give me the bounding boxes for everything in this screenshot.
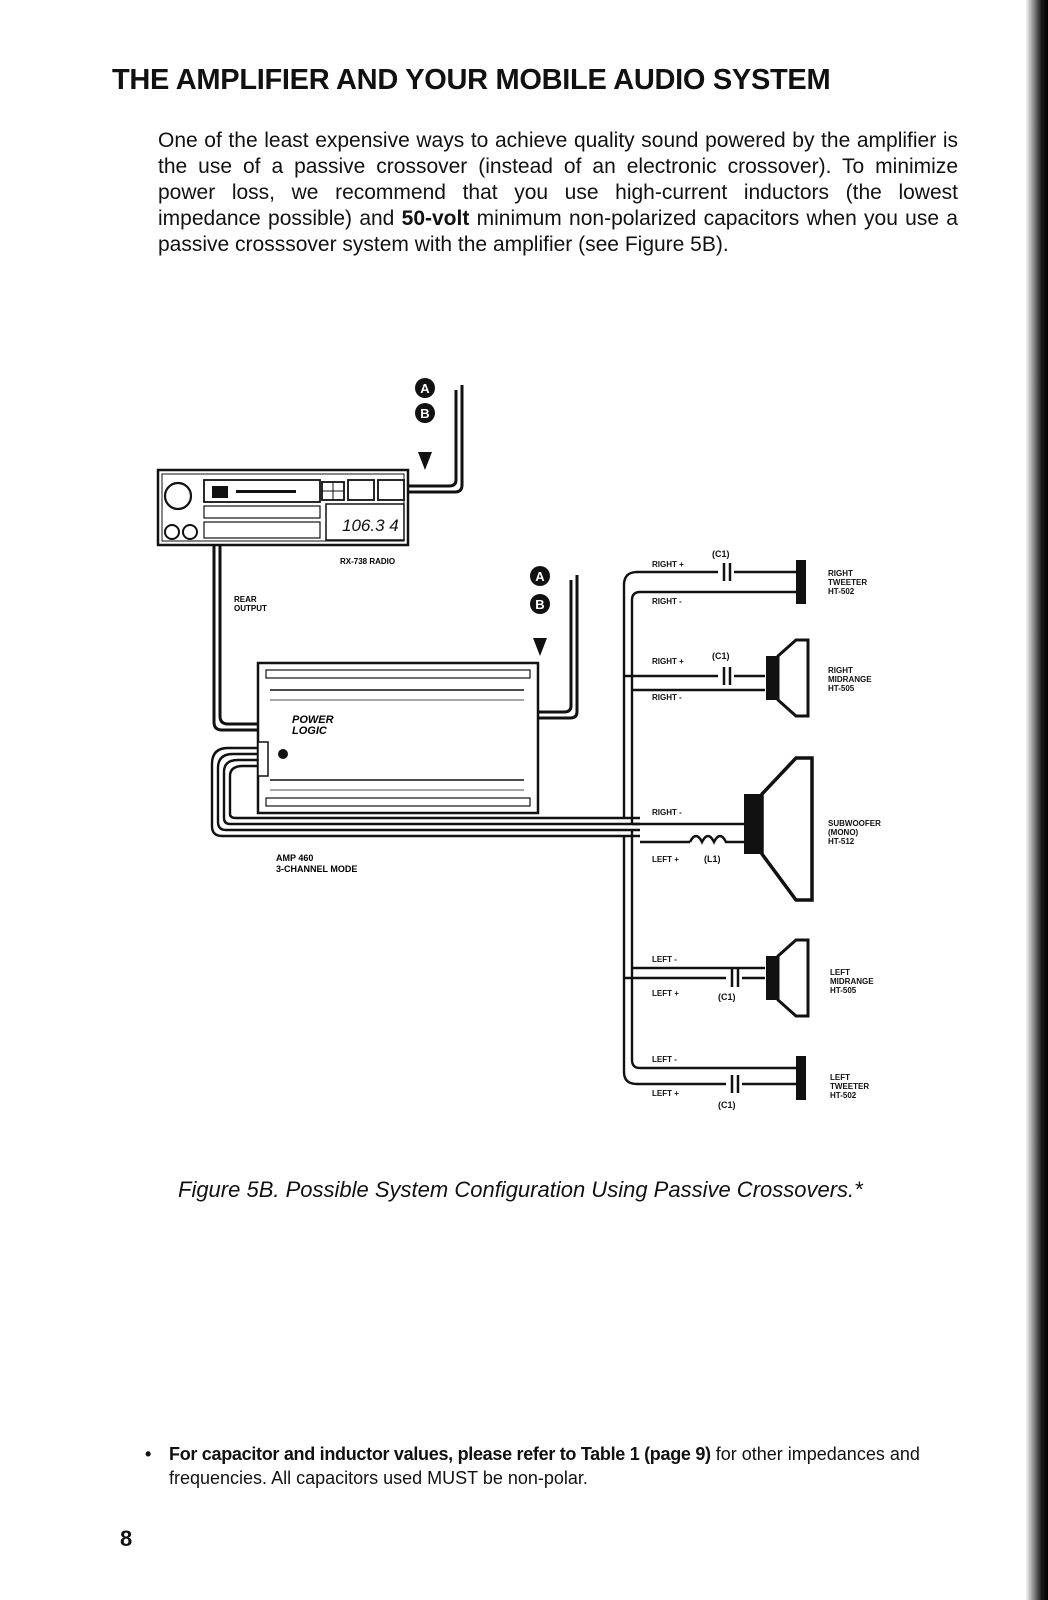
speaker-wires <box>210 570 800 1086</box>
component-label-l1: (L1) <box>704 854 721 864</box>
wire-label-left-plus-tweeter: LEFT + <box>652 1089 679 1098</box>
page-title: THE AMPLIFIER AND YOUR MOBILE AUDIO SYST… <box>112 64 831 96</box>
speaker-right-midrange <box>766 638 810 718</box>
page-edge-shadow <box>1026 0 1048 1600</box>
radio-display-text: 106.3 4 <box>342 516 399 535</box>
amp-brand-2: LOGIC <box>292 725 328 737</box>
speaker-label-right-tweeter-1: RIGHT <box>828 569 853 578</box>
amp-mode-label: 3-CHANNEL MODE <box>276 864 357 874</box>
speaker-label-left-mid-1: LEFT <box>830 968 850 977</box>
bullet-icon: • <box>145 1444 152 1464</box>
intro-text-1: One of the least expensive ways to achie… <box>158 129 958 230</box>
speaker-label-left-mid-2: MIDRANGE <box>830 977 874 986</box>
plug-tip-upper-icon <box>418 452 432 470</box>
component-label-c1-right-tweeter: (C1) <box>712 549 730 559</box>
component-label-c1-left-mid: (C1) <box>718 992 736 1002</box>
intro-text-2: minimum non-polarized capacitors when yo… <box>158 207 958 256</box>
speaker-label-left-tweeter-3: HT-502 <box>830 1091 857 1100</box>
speaker-label-sub-2: (MONO) <box>828 828 859 837</box>
svg-text:A: A <box>420 381 430 396</box>
speaker-label-left-mid-3: HT-505 <box>830 986 857 995</box>
intro-bold: 50-volt <box>401 207 470 230</box>
wire-label-left-minus-mid: LEFT - <box>652 955 677 964</box>
connector-b-upper: B <box>415 403 435 423</box>
speaker-label-left-tweeter-1: LEFT <box>830 1073 850 1082</box>
amp-model-label: AMP 460 <box>276 853 313 863</box>
component-label-c1-right-mid: (C1) <box>712 651 730 661</box>
speaker-label-right-mid-3: HT-505 <box>828 684 855 693</box>
wire-label-right-minus-tweeter: RIGHT - <box>652 597 682 606</box>
speaker-label-right-tweeter-3: HT-502 <box>828 587 855 596</box>
inductor-coil <box>688 834 745 845</box>
svg-text:A: A <box>535 569 545 584</box>
svg-text:B: B <box>535 597 544 612</box>
wire-label-left-plus-mid: LEFT + <box>652 989 679 998</box>
figure-caption: Figure 5B. Possible System Configuration… <box>178 1177 863 1202</box>
svg-text:B: B <box>420 406 429 421</box>
footnote-text: for other impedances and frequencies. Al… <box>169 1444 920 1488</box>
wiring-diagram: 106.3 4 RX-738 RADIO REAR OUTPUT POWER L… <box>156 378 881 1110</box>
speaker-left-tweeter <box>796 1056 806 1100</box>
radio-label: RX-738 RADIO <box>340 557 395 566</box>
intro-paragraph: One of the least expensive ways to achie… <box>158 128 958 258</box>
amp-brand-1: POWER <box>292 714 334 726</box>
speaker-label-right-mid-2: MIDRANGE <box>828 675 872 684</box>
amplifier-chassis <box>256 661 540 815</box>
rear-output-label-2: OUTPUT <box>234 604 267 613</box>
speaker-right-tweeter <box>796 560 806 604</box>
connector-a-upper: A <box>415 378 435 398</box>
connector-b-lower: B <box>530 594 550 614</box>
capacitors <box>718 563 742 1093</box>
speaker-label-right-tweeter-2: TWEETER <box>828 578 867 587</box>
rear-output-label-1: REAR <box>234 595 257 604</box>
wire-label-right-minus-sub: RIGHT - <box>652 808 682 817</box>
speaker-left-midrange <box>766 938 810 1018</box>
rca-cables <box>212 385 579 732</box>
footnote-bold: For capacitor and inductor values, pleas… <box>169 1444 711 1464</box>
footnote: • For capacitor and inductor values, ple… <box>145 1442 975 1490</box>
wire-label-right-minus-mid: RIGHT - <box>652 693 682 702</box>
speaker-label-sub-3: HT-512 <box>828 837 855 846</box>
connector-a-lower: A <box>530 566 550 586</box>
wire-label-left-plus-sub: LEFT + <box>652 855 679 864</box>
page-number: 8 <box>120 1526 133 1551</box>
component-label-c1-left-tweeter: (C1) <box>718 1100 736 1110</box>
wire-label-left-minus-tweeter: LEFT - <box>652 1055 677 1064</box>
radio-head-unit: 106.3 4 <box>156 468 410 547</box>
plug-tip-lower-icon <box>533 638 547 656</box>
wire-label-right-plus-mid: RIGHT + <box>652 657 684 666</box>
speaker-subwoofer <box>744 756 814 902</box>
speaker-label-left-tweeter-2: TWEETER <box>830 1082 869 1091</box>
speaker-label-right-mid-1: RIGHT <box>828 666 853 675</box>
speaker-label-sub-1: SUBWOOFER <box>828 819 881 828</box>
wire-label-right-plus-tweeter: RIGHT + <box>652 560 684 569</box>
